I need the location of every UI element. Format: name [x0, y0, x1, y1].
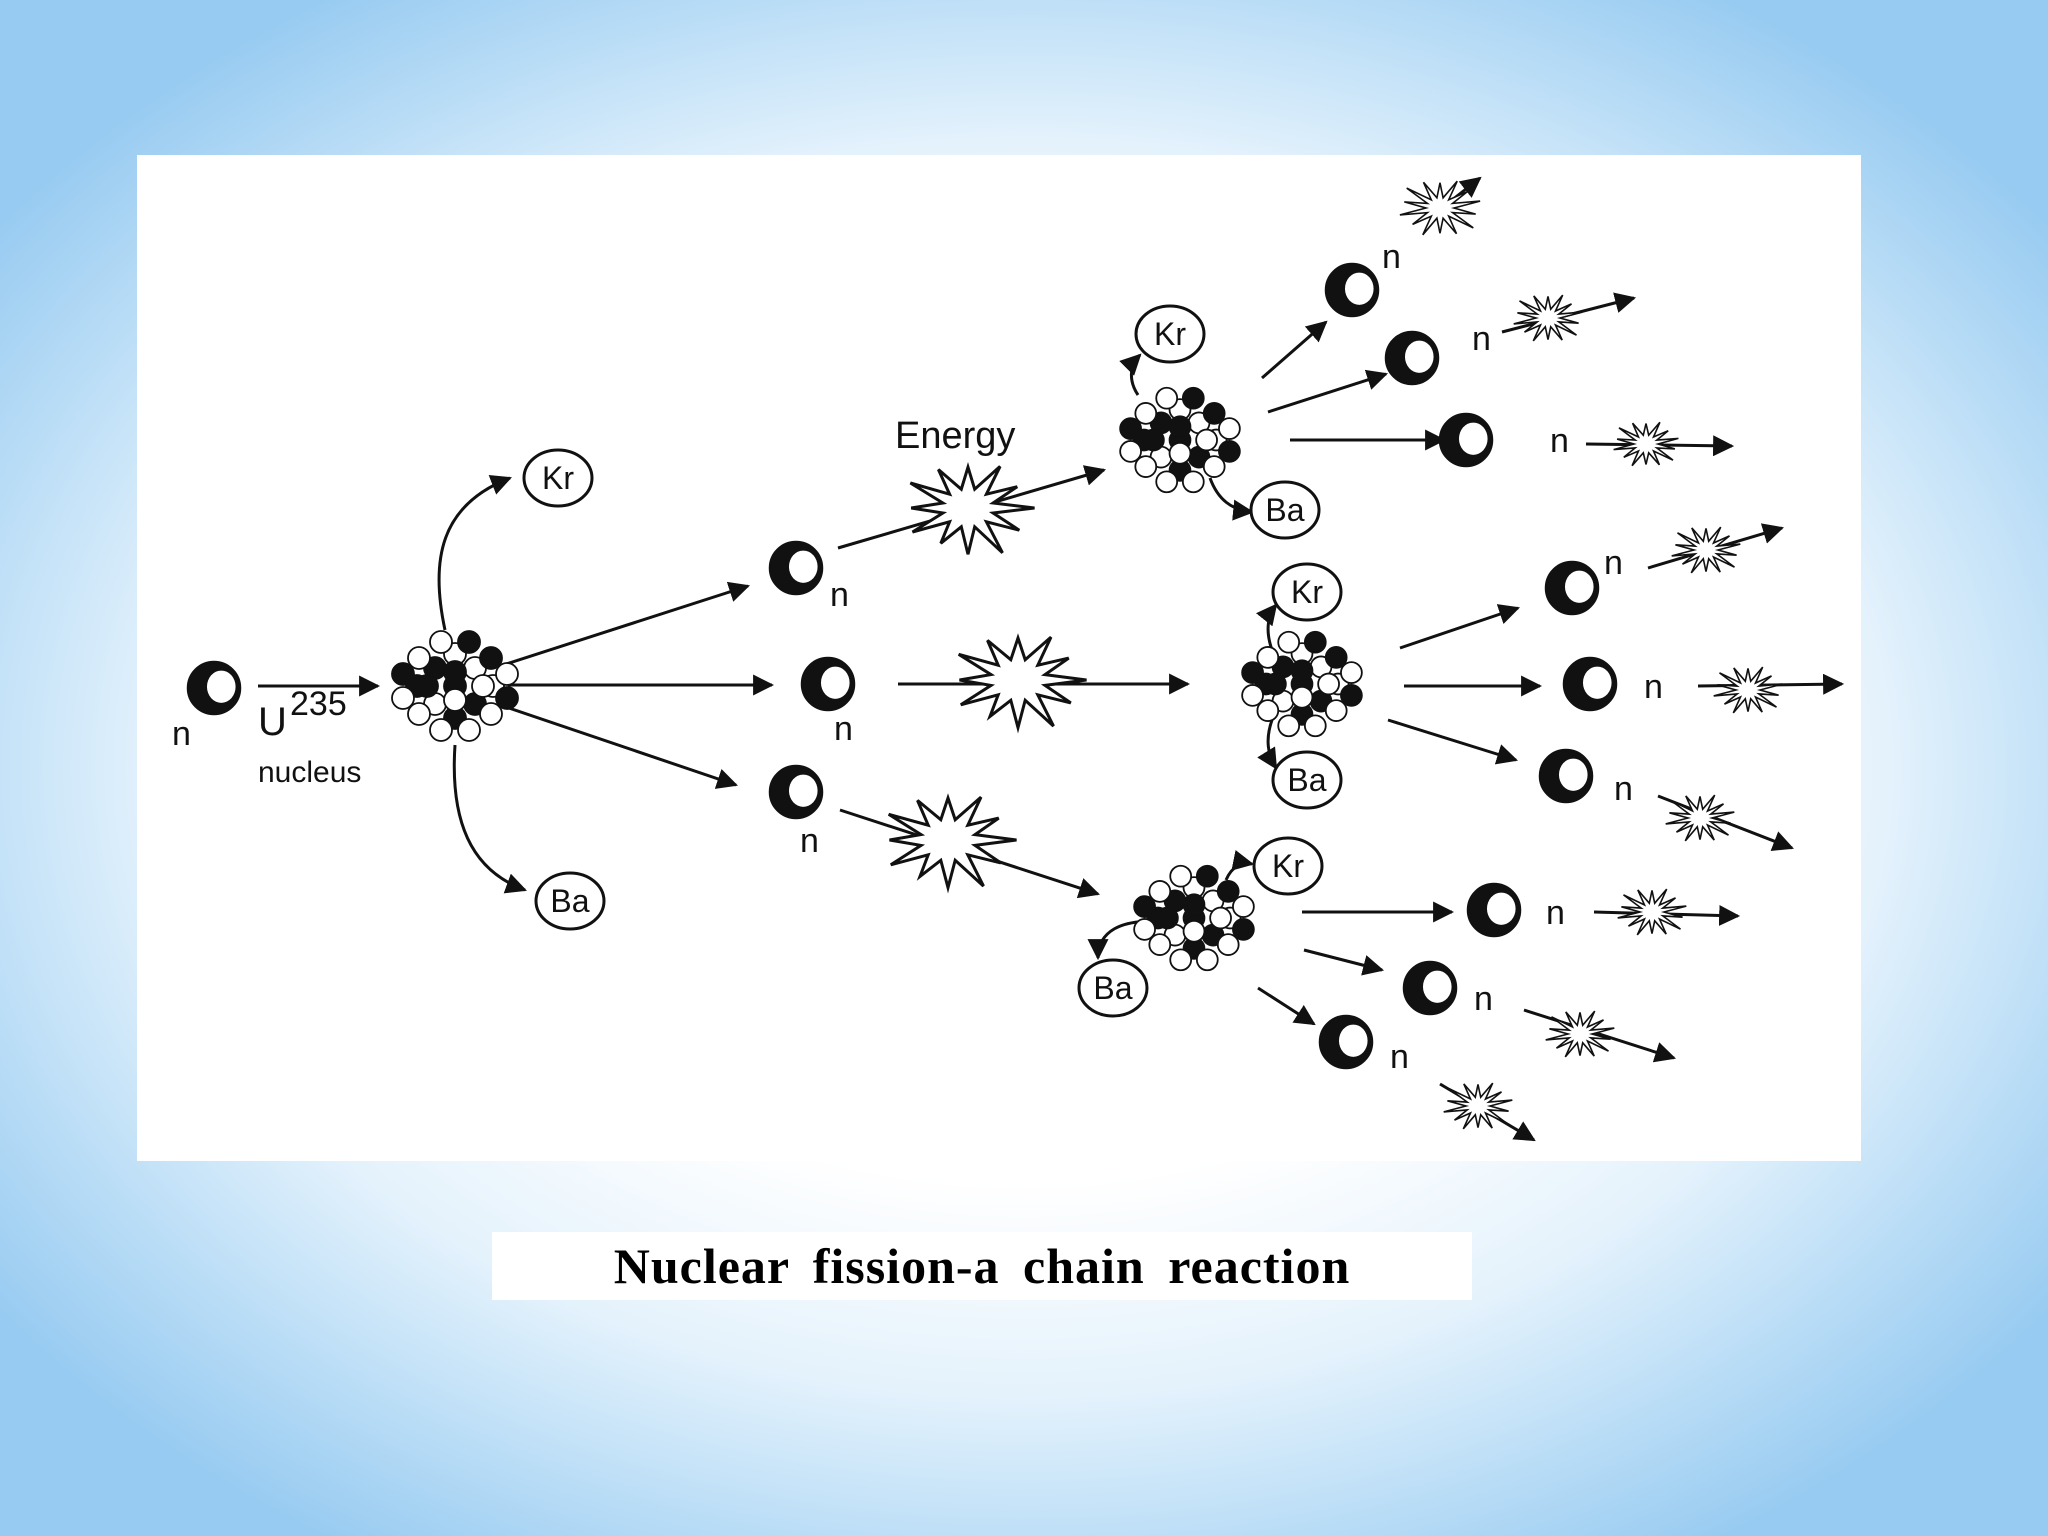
label-barium: Ba: [1287, 762, 1326, 798]
label-barium: Ba: [550, 883, 589, 919]
label-neutron: n: [1546, 894, 1565, 932]
nucleus-icon: [1119, 386, 1241, 494]
energy-burst-icon: [1665, 794, 1735, 842]
label-neutron: n: [1604, 544, 1623, 582]
label-neutron: n: [1382, 238, 1401, 276]
curved-arrow: [1224, 850, 1255, 881]
label-neutron: n: [800, 822, 819, 860]
curved-arrow: [1208, 477, 1255, 521]
label-neutron: n: [1614, 770, 1633, 808]
krypton-product: Kr: [1252, 836, 1324, 896]
neutron-icon: [1384, 330, 1440, 386]
barium-product: Ba: [1271, 750, 1343, 810]
label-krypton: Kr: [1272, 848, 1304, 884]
curved-arrow: [437, 475, 512, 631]
neutron-icon: [1544, 560, 1600, 616]
arrow: [1267, 369, 1388, 414]
krypton-product: Kr: [1134, 304, 1206, 364]
label-krypton: Kr: [1154, 316, 1186, 352]
caption-box: Nuclear fission-a chain reaction: [492, 1232, 1472, 1300]
energy-burst-icon: [1399, 180, 1481, 236]
energy-burst-icon: [1713, 666, 1783, 714]
label-neutron: n: [1644, 668, 1663, 706]
label-uranium_mass: 235: [290, 685, 347, 723]
nucleus-icon: [1133, 864, 1255, 972]
label-neutron: n: [172, 715, 191, 753]
label-neutron: n: [1550, 422, 1569, 460]
neutron-icon: [800, 656, 856, 712]
energy-burst-icon: [887, 793, 1017, 894]
nucleus-icon: [391, 630, 519, 742]
arrow: [1257, 986, 1316, 1026]
neutron-icon: [1318, 1014, 1374, 1070]
label-barium: Ba: [1265, 492, 1304, 528]
neutron-icon: [1466, 882, 1522, 938]
arrow: [1399, 604, 1520, 650]
label-nucleus: nucleus: [258, 756, 361, 789]
neutron-icon: [1538, 748, 1594, 804]
energy-burst-icon: [1443, 1082, 1513, 1130]
curved-arrow: [1255, 603, 1278, 651]
neutron-icon: [1324, 262, 1380, 318]
curved-arrow: [1119, 353, 1142, 396]
arrow: [1387, 718, 1519, 765]
barium-product: Ba: [1249, 480, 1321, 540]
neutron-icon: [768, 764, 824, 820]
arrow: [1303, 948, 1385, 976]
label-uranium: U: [258, 700, 287, 744]
curved-arrow: [1257, 719, 1278, 770]
arrow: [1523, 1008, 1677, 1063]
neutron-icon: [1402, 960, 1458, 1016]
energy-burst-icon: [1671, 526, 1741, 574]
nucleus-icon: [1241, 630, 1363, 738]
arrow: [1261, 320, 1328, 380]
label-barium: Ba: [1093, 970, 1132, 1006]
neutron-icon: [768, 540, 824, 596]
barium-product: Ba: [1077, 958, 1149, 1018]
energy-burst-icon: [957, 633, 1087, 734]
energy-burst-icon: [1617, 888, 1687, 936]
label-neutron: n: [1474, 980, 1493, 1018]
arrow: [499, 581, 750, 668]
energy-burst-icon: [1545, 1010, 1615, 1058]
arrow: [499, 703, 738, 789]
label-energy: Energy: [895, 415, 1015, 457]
energy-burst-icon: [1513, 294, 1583, 342]
label-neutron: n: [834, 710, 853, 748]
label-krypton: Kr: [542, 460, 574, 496]
label-krypton: Kr: [1291, 574, 1323, 610]
label-neutron: n: [830, 576, 849, 614]
energy-burst-icon: [1613, 421, 1679, 467]
diagram-caption: Nuclear fission-a chain reaction: [613, 1238, 1351, 1294]
krypton-product: Kr: [522, 448, 594, 508]
neutron-icon: [1562, 656, 1618, 712]
curved-arrow: [452, 744, 527, 894]
label-neutron: n: [1472, 320, 1491, 358]
label-neutron: n: [1390, 1038, 1409, 1076]
barium-product: Ba: [534, 871, 606, 931]
energy-burst-icon: [909, 462, 1035, 555]
krypton-product: Kr: [1271, 562, 1343, 622]
neutron-icon: [1438, 412, 1494, 468]
neutron-icon: [186, 660, 242, 716]
